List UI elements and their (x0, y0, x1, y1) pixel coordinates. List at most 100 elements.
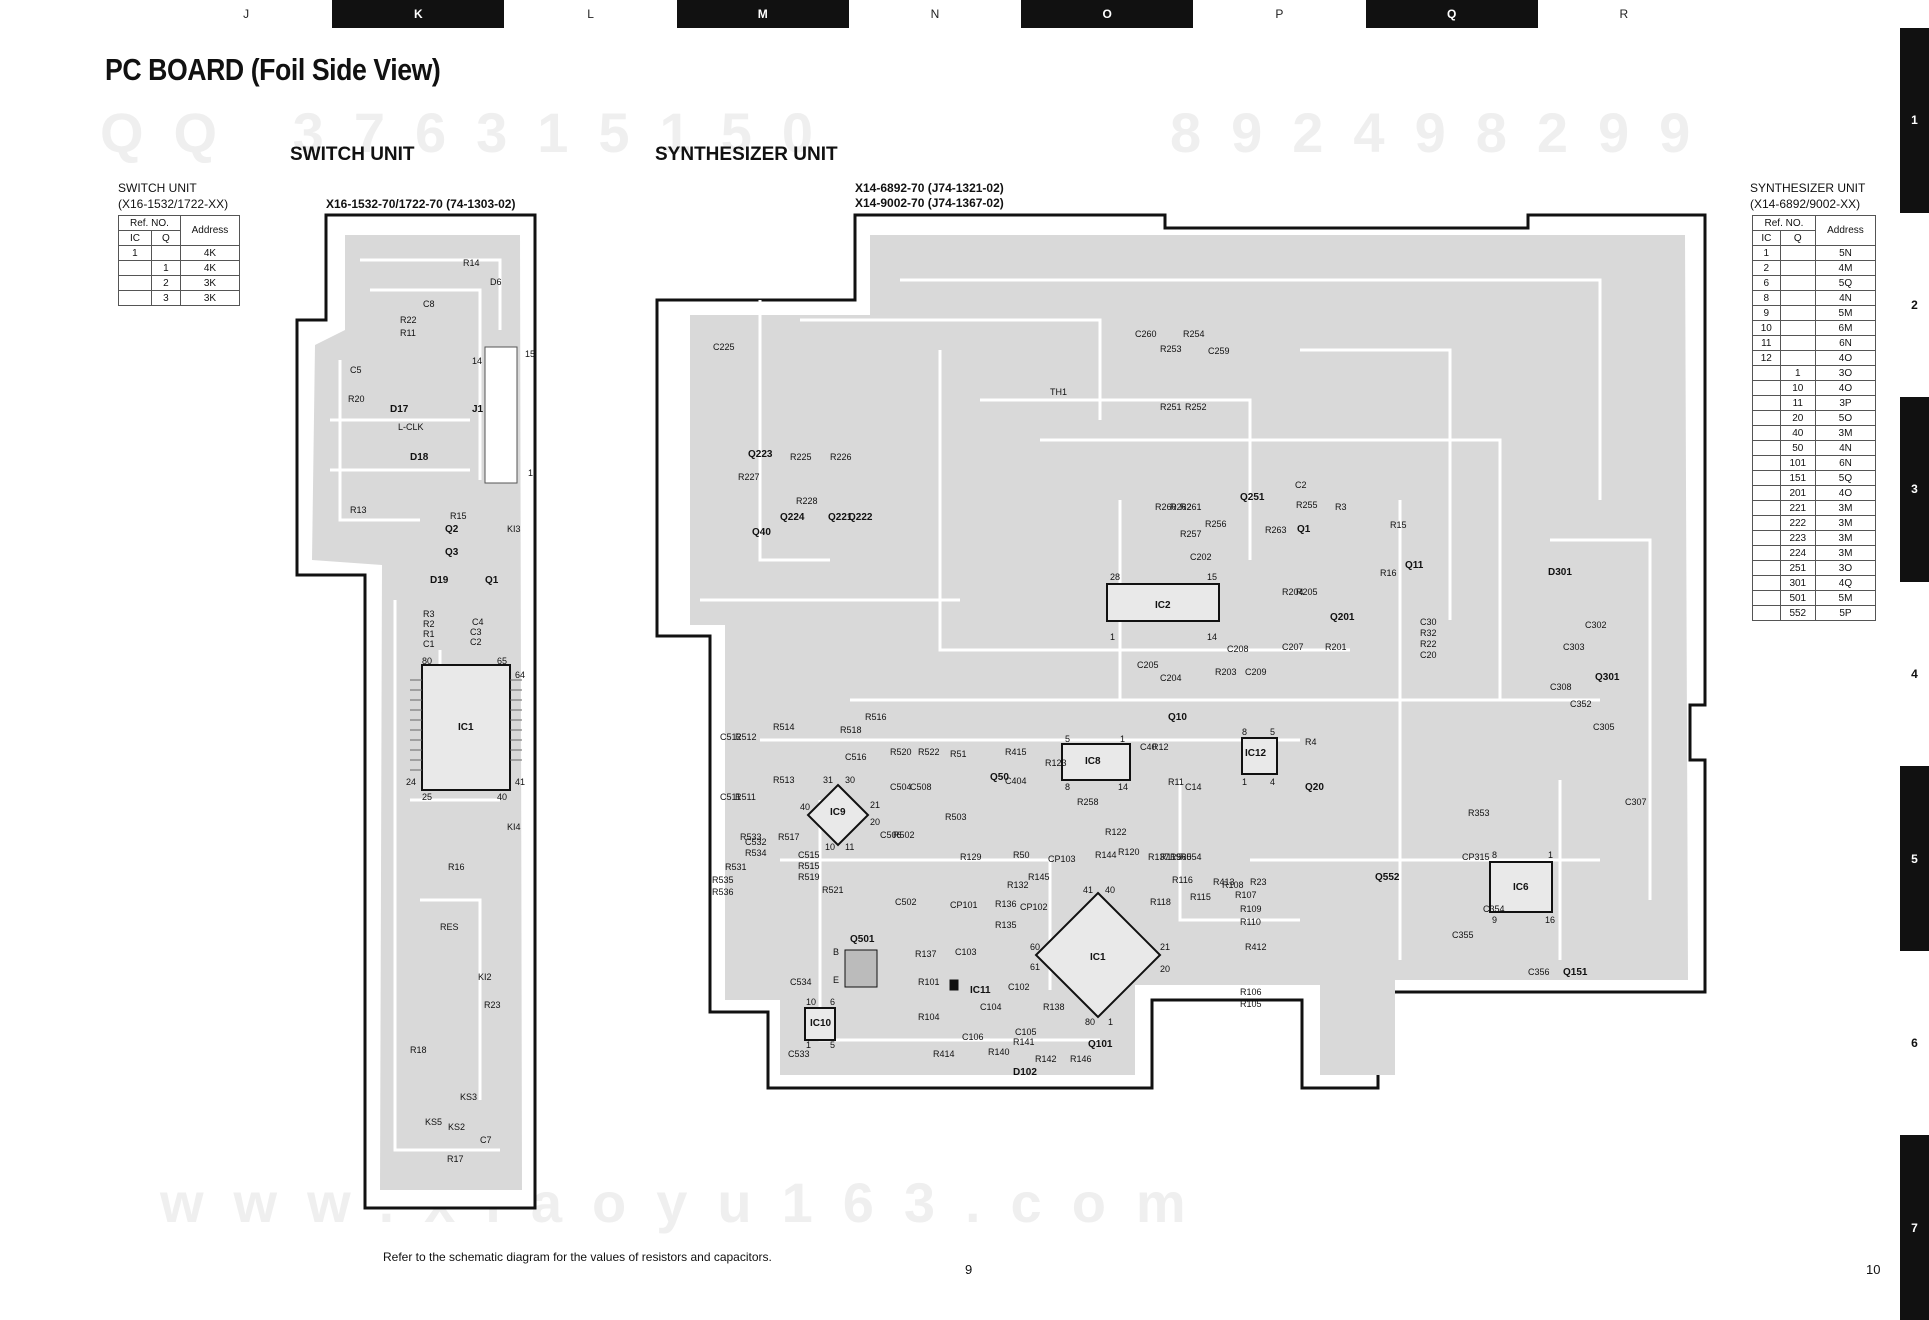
svg-text:C104: C104 (980, 1002, 1002, 1012)
grid-row-label: 1 (1900, 28, 1929, 213)
svg-text:R120: R120 (1118, 847, 1140, 857)
svg-text:C305: C305 (1593, 722, 1615, 732)
svg-text:5: 5 (1065, 734, 1070, 744)
svg-text:R353: R353 (1468, 808, 1490, 818)
grid-row-label: 5 (1900, 766, 1929, 951)
svg-text:R536: R536 (712, 887, 734, 897)
grid-column-label: K (332, 0, 505, 28)
svg-text:R136: R136 (995, 899, 1017, 909)
svg-text:8: 8 (1242, 727, 1247, 737)
svg-text:IC6: IC6 (1513, 882, 1529, 893)
svg-text:Q552: Q552 (1375, 872, 1400, 883)
svg-text:R2: R2 (423, 619, 435, 629)
svg-text:R137: R137 (915, 949, 937, 959)
svg-text:C404: C404 (1005, 776, 1027, 786)
svg-text:C103: C103 (955, 947, 977, 957)
synth-board-label-2: X14-9002-70 (J74-1367-02) (855, 196, 1004, 210)
svg-text:R23: R23 (484, 1000, 501, 1010)
svg-text:16: 16 (1545, 915, 1555, 925)
svg-text:Q223: Q223 (748, 449, 773, 460)
svg-text:14: 14 (1207, 632, 1217, 642)
grid-row-label: 3 (1900, 397, 1929, 582)
svg-text:Q501: Q501 (850, 934, 875, 945)
svg-text:IC2: IC2 (1155, 600, 1171, 611)
svg-text:C205: C205 (1137, 660, 1159, 670)
svg-text:R502: R502 (893, 830, 915, 840)
svg-text:1: 1 (806, 1040, 811, 1050)
svg-text:R513: R513 (773, 775, 795, 785)
table-cell-q: 251 (1779, 560, 1816, 576)
synth-ic9-body (806, 783, 870, 847)
grid-column-label: N (848, 0, 1022, 28)
svg-text:R109: R109 (1240, 904, 1262, 914)
svg-text:R560: R560 (1170, 852, 1192, 862)
svg-text:Q1: Q1 (485, 575, 499, 586)
svg-text:Q10: Q10 (1168, 712, 1187, 723)
svg-text:C352: C352 (1570, 699, 1592, 709)
svg-text:C302: C302 (1585, 620, 1607, 630)
svg-text:R16: R16 (1380, 568, 1397, 578)
svg-text:R226: R226 (830, 452, 852, 462)
svg-text:R22: R22 (1420, 639, 1437, 649)
svg-text:C2: C2 (1295, 480, 1307, 490)
svg-text:R146: R146 (1070, 1054, 1092, 1064)
svg-text:R141: R141 (1013, 1037, 1035, 1047)
svg-text:Q3: Q3 (445, 547, 459, 558)
svg-text:R518: R518 (840, 725, 862, 735)
switch-ic1-pins (410, 679, 522, 771)
svg-text:R119: R119 (1160, 852, 1181, 862)
svg-text:R122: R122 (1105, 827, 1127, 837)
svg-text:8: 8 (1065, 782, 1070, 792)
svg-text:CP101: CP101 (950, 900, 978, 910)
svg-text:R258: R258 (1077, 797, 1099, 807)
svg-text:15: 15 (525, 349, 535, 359)
svg-text:5: 5 (1270, 727, 1275, 737)
page-title: PC BOARD (Foil Side View) (105, 52, 441, 87)
svg-text:R533: R533 (740, 832, 762, 842)
svg-text:R3: R3 (1335, 502, 1347, 512)
svg-text:R503: R503 (945, 812, 967, 822)
svg-text:KI3: KI3 (507, 524, 521, 534)
svg-text:80: 80 (1085, 1017, 1095, 1027)
svg-text:R116: R116 (1172, 875, 1193, 885)
svg-text:Q40: Q40 (752, 527, 771, 538)
footnote: Refer to the schematic diagram for the v… (383, 1250, 772, 1264)
svg-text:C512: C512 (720, 732, 742, 742)
svg-text:R254: R254 (1183, 329, 1205, 339)
svg-text:R201: R201 (1325, 642, 1347, 652)
svg-text:C202: C202 (1190, 552, 1212, 562)
svg-text:C8: C8 (423, 299, 435, 309)
svg-text:KI4: KI4 (507, 822, 521, 832)
synth-q501-body (844, 949, 878, 988)
svg-text:24: 24 (406, 777, 416, 787)
svg-text:R260: R260 (1155, 502, 1177, 512)
svg-text:R107: R107 (1235, 890, 1257, 900)
svg-text:15: 15 (1207, 572, 1217, 582)
svg-text:R414: R414 (933, 1049, 955, 1059)
svg-text:D102: D102 (1013, 1067, 1037, 1078)
svg-text:C209: C209 (1245, 667, 1267, 677)
svg-text:D6: D6 (490, 277, 502, 287)
svg-text:R205: R205 (1296, 587, 1318, 597)
svg-text:C533: C533 (788, 1049, 810, 1059)
svg-text:R15: R15 (1390, 520, 1407, 530)
svg-text:Q201: Q201 (1330, 612, 1355, 623)
synth-ic10-body (804, 1007, 836, 1041)
svg-text:40: 40 (497, 792, 507, 802)
svg-text:R203: R203 (1215, 667, 1237, 677)
svg-text:R132: R132 (1007, 880, 1029, 890)
svg-text:14: 14 (1118, 782, 1128, 792)
svg-text:RES: RES (440, 922, 459, 932)
svg-text:31: 31 (823, 775, 833, 785)
svg-text:Q20: Q20 (1305, 782, 1324, 793)
synth-ic8-body (1061, 743, 1131, 781)
svg-text:R138: R138 (1043, 1002, 1065, 1012)
grid-column-label: R (1537, 0, 1710, 28)
svg-text:20: 20 (870, 817, 880, 827)
